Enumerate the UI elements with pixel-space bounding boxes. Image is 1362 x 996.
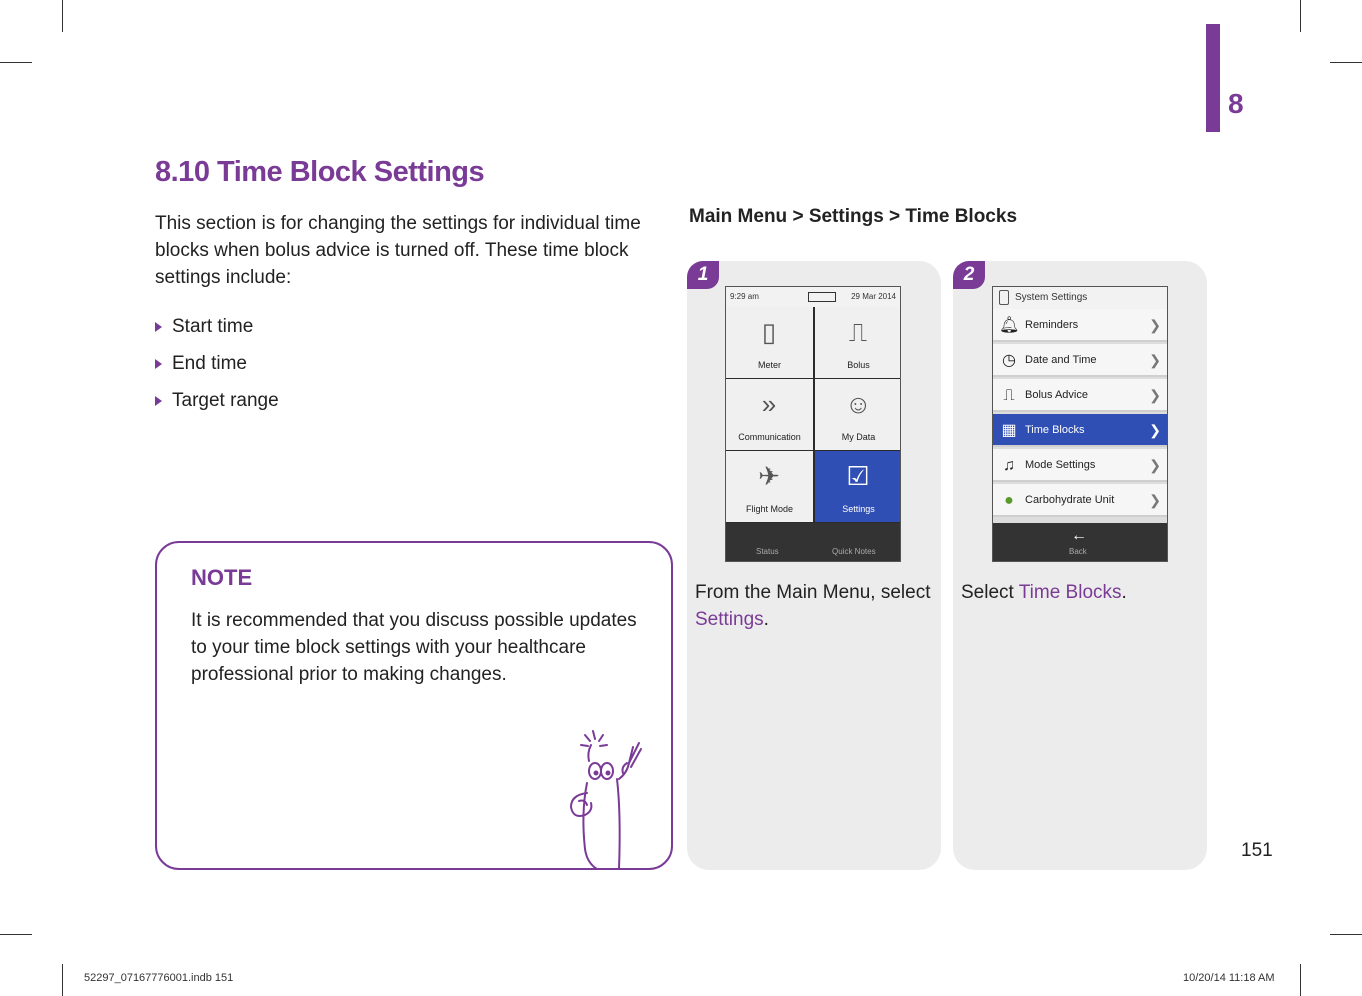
apple-icon: ● [1004,492,1014,509]
row-carbohydrate-unit[interactable]: ● Carbohydrate Unit ❯ [993,484,1167,517]
step-card-2: 2 System Settings 🔔︎ Reminders ❯ ◷ Date … [953,261,1207,870]
page-number: 151 [1241,840,1273,861]
bullet-item: End time [155,345,279,382]
step-number-badge: 2 [953,261,985,289]
caption-highlight: Time Blocks [1018,582,1122,603]
crop-mark [62,0,63,32]
crop-mark [1330,62,1362,63]
row-reminders[interactable]: 🔔︎ Reminders ❯ [993,309,1167,342]
quick-notes-button[interactable]: Quick Notes [832,547,876,556]
tile-meter[interactable]: ▯ Meter [726,307,813,378]
crop-mark [1330,934,1362,935]
navigation-path: Main Menu > Settings > Time Blocks [689,206,1018,227]
chevron-right-icon: ❯ [1149,352,1161,368]
screen-header: System Settings [993,287,1167,309]
my-data-icon: ☺ [845,389,872,419]
music-note-icon: ♫ [1003,457,1015,474]
row-time-blocks[interactable]: ▦ Time Blocks ❯ [993,414,1167,447]
back-button[interactable]: Back [1069,547,1087,556]
communication-icon: » [761,389,777,419]
bolus-icon: ⎍ [848,317,868,347]
triangle-bullet-icon [155,396,162,406]
crop-mark [1300,0,1301,32]
device-screen-system-settings: System Settings 🔔︎ Reminders ❯ ◷ Date an… [992,286,1168,562]
triangle-bullet-icon [155,322,162,332]
tile-settings[interactable]: ☑ Settings [815,451,900,522]
footer-timestamp: 10/20/14 11:18 AM [1183,972,1275,984]
step-caption: From the Main Menu, select Settings. [695,582,931,630]
back-arrow-icon: ← [1071,527,1087,544]
crop-mark [0,934,32,935]
chevron-right-icon: ❯ [1149,387,1161,403]
battery-icon [808,292,836,302]
status-date: 29 Mar 2014 [851,292,896,301]
crop-mark [1300,964,1301,996]
step-card-1: 1 9:29 am 29 Mar 2014 ▯ Meter ⎍ Bolus » … [687,261,941,870]
chevron-right-icon: ❯ [1149,422,1161,438]
row-date-and-time[interactable]: ◷ Date and Time ❯ [993,344,1167,377]
note-title: NOTE [191,565,253,590]
chevron-right-icon: ❯ [1149,317,1161,333]
chevron-right-icon: ❯ [1149,457,1161,473]
chevron-right-icon: ❯ [1149,492,1161,508]
row-bolus-advice[interactable]: ⎍ Bolus Advice ❯ [993,379,1167,412]
bell-icon: 🔔︎ [999,317,1020,334]
tile-my-data[interactable]: ☺ My Data [815,379,900,450]
caption-highlight: Settings [695,609,764,630]
tile-communication[interactable]: » Communication [726,379,813,450]
chapter-number: 8 [1228,88,1244,119]
section-title: 8.10 Time Block Settings [155,156,485,188]
settings-header-icon [999,290,1009,305]
step-caption: Select Time Blocks. [961,582,1127,603]
bullet-item: Start time [155,308,279,345]
airplane-icon: ✈ [758,461,780,491]
settings-icon: ☑ [846,461,870,491]
section-intro: This section is for changing the setting… [155,213,641,288]
crop-mark [62,964,63,996]
status-bar: 9:29 am 29 Mar 2014 [726,287,900,307]
crop-mark [0,62,32,63]
bolus-advice-icon: ⎍ [1003,387,1015,404]
mascot-illustration-icon [570,730,642,870]
note-text: It is recommended that you discuss possi… [191,610,637,685]
status-time: 9:29 am [730,292,759,301]
tile-bolus[interactable]: ⎍ Bolus [815,307,900,378]
status-button[interactable]: Status [756,547,779,556]
tile-flight-mode[interactable]: ✈ Flight Mode [726,451,813,522]
row-mode-settings[interactable]: ♫ Mode Settings ❯ [993,449,1167,482]
triangle-bullet-icon [155,359,162,369]
screen-bottom-bar: Status Quick Notes [726,523,900,561]
note-box: NOTE It is recommended that you discuss … [155,541,673,870]
clock-icon: ◷ [1002,352,1016,369]
step-number-badge: 1 [687,261,719,289]
bullet-list: Start time End time Target range [155,308,279,419]
time-blocks-icon: ▦ [1001,422,1017,439]
chapter-tab [1206,24,1220,132]
screen-bottom-bar: ← Back [993,523,1167,561]
footer-file-info: 52297_07167776001.indb 151 [84,972,234,984]
device-screen-main-menu: 9:29 am 29 Mar 2014 ▯ Meter ⎍ Bolus » Co… [725,286,901,562]
bullet-item: Target range [155,382,279,419]
meter-icon: ▯ [761,317,777,347]
